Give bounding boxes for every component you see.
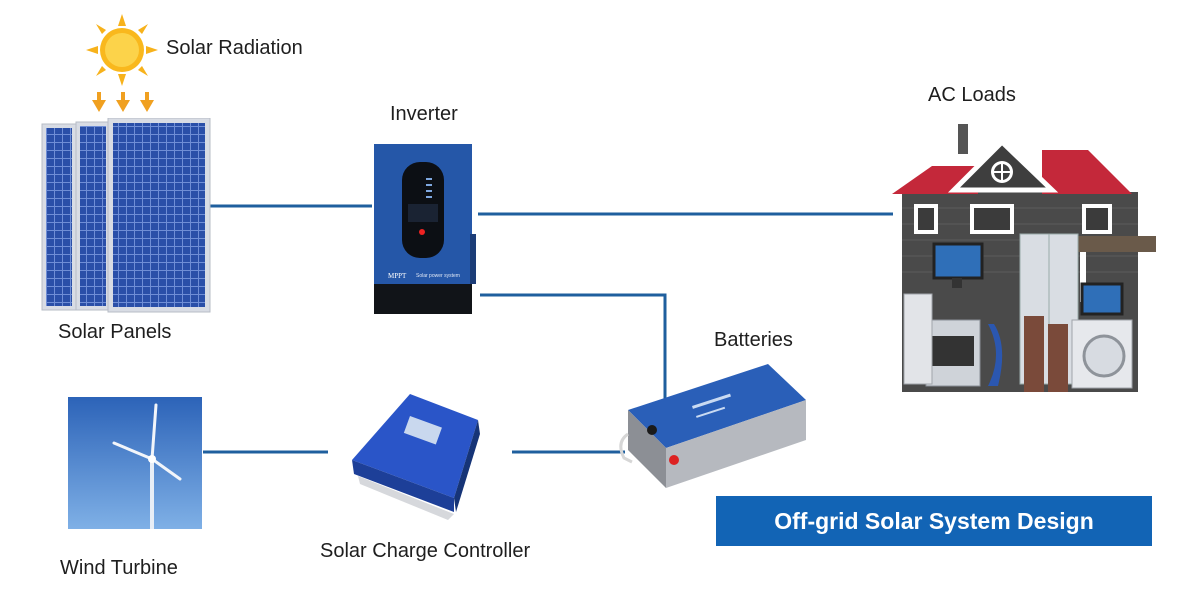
wind-turbine-label: Wind Turbine — [60, 557, 178, 579]
battery-icon — [618, 364, 808, 490]
ac-loads-label: AC Loads — [928, 84, 1016, 106]
inverter-label: Inverter — [390, 103, 458, 125]
charge-controller-label: Solar Charge Controller — [320, 540, 531, 562]
charge-controller-icon — [348, 394, 482, 522]
inverter-subtitle: Solar power system — [416, 273, 460, 279]
inverter-brand: MPPT — [388, 272, 407, 280]
radiation-arrows-icon — [92, 92, 158, 114]
house-appliances-icon — [892, 124, 1156, 408]
inverter-device: MPPT Solar power system — [374, 144, 476, 314]
sun-icon — [86, 14, 158, 86]
solar-panels-icon — [38, 118, 214, 314]
line-inverter-batteries — [480, 293, 667, 400]
solar-panels-label: Solar Panels — [58, 321, 172, 343]
title-banner: Off-grid Solar System Design — [716, 496, 1152, 546]
solar-radiation-label: Solar Radiation — [166, 37, 303, 59]
batteries-label: Batteries — [714, 329, 793, 351]
wind-turbine-icon — [68, 397, 202, 529]
